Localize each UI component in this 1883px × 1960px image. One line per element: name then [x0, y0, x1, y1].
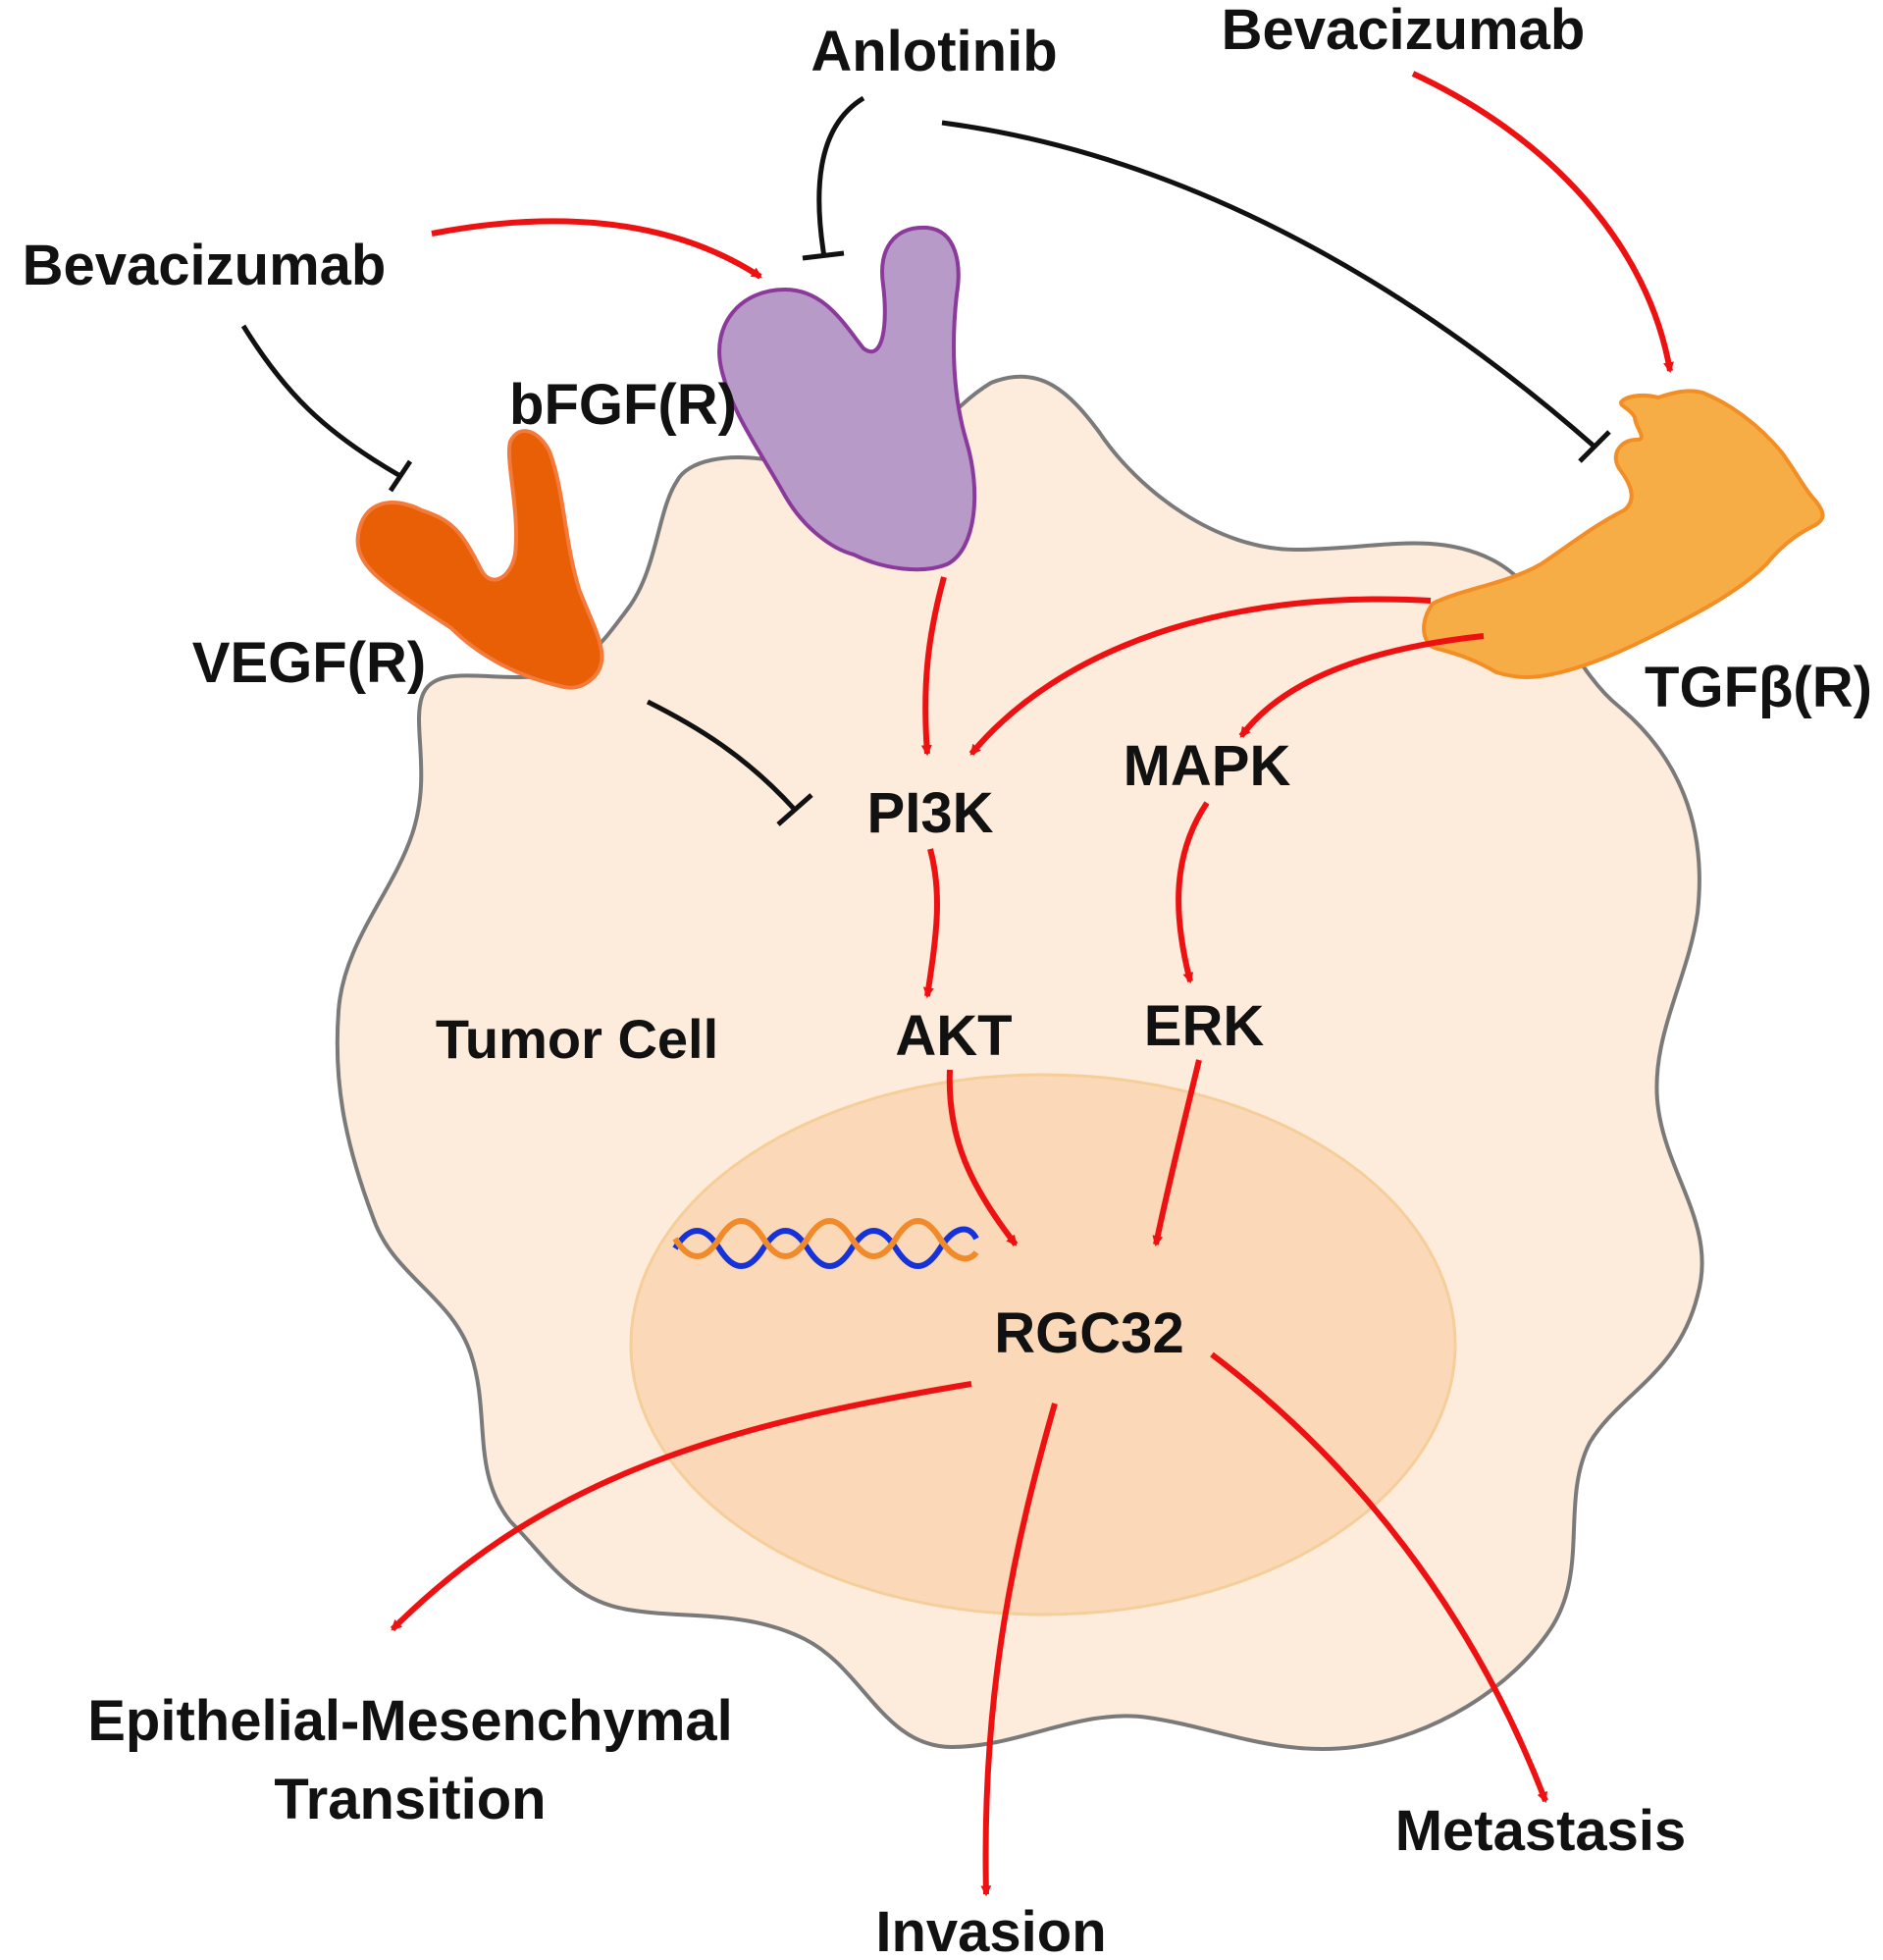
tgfb-receptor-label: TGFβ(R): [1645, 656, 1872, 719]
arrow-rgc32-to-emt: [390, 1381, 972, 1632]
arrow-bfgf-to-pi3k: [920, 576, 947, 757]
inhibit-vegf-to-pi3k: [646, 699, 797, 812]
arrow-pi3k-to-akt: [922, 848, 940, 999]
arrow-bevacizumab-to-bfgf: [431, 218, 762, 280]
nucleus: [629, 1073, 1457, 1616]
inhibit-anlotinib-to-tgfb: [941, 120, 1596, 449]
rgc32-label: RGC32: [994, 1301, 1183, 1365]
arrow-tgfb-to-mapk: [1238, 633, 1485, 738]
mapk-label: MAPK: [1124, 734, 1291, 798]
arrow-rgc32-to-invasion: [980, 1403, 1058, 1897]
emt-label-line2: Transition: [274, 1768, 546, 1831]
tgfb-receptor: [1422, 389, 1825, 680]
vegf-receptor: [355, 429, 604, 690]
arrow-bevacizumab-to-tgfb: [1411, 71, 1674, 374]
inhibit-bevacizumab-to-vegf: [240, 324, 402, 479]
metastasis-label: Metastasis: [1395, 1799, 1687, 1863]
inhibit-anlotinib-to-bfgf: [816, 95, 865, 258]
activation-arrows: [390, 71, 1674, 1897]
inhibition-lines: [240, 95, 1611, 826]
anlotinib-label: Anlotinib: [811, 20, 1057, 83]
bfgf-receptor-label: bFGF(R): [509, 373, 737, 437]
erk-label: ERK: [1144, 994, 1265, 1058]
bfgf-receptor: [717, 225, 977, 572]
bevacizumab-left-label: Bevacizumab: [23, 234, 387, 297]
invasion-label: Invasion: [875, 1900, 1106, 1960]
arrow-mapk-to-erk: [1176, 801, 1210, 984]
tumor-cell-label: Tumor Cell: [436, 1008, 718, 1070]
akt-label: AKT: [895, 1004, 1012, 1068]
dna-helix-icon: [672, 1218, 979, 1269]
arrow-rgc32-to-metastasis: [1210, 1351, 1548, 1804]
bevacizumab-top-label: Bevacizumab: [1222, 0, 1586, 62]
arrow-tgfb-to-pi3k: [968, 596, 1432, 756]
emt-label-line1: Epithelial-Mesenchymal: [87, 1689, 733, 1753]
arrow-akt-to-rgc32: [946, 1069, 1019, 1246]
vegf-receptor-label: VEGF(R): [192, 631, 426, 695]
arrow-erk-to-rgc32: [1152, 1059, 1202, 1247]
pi3k-label: PI3K: [867, 781, 994, 845]
